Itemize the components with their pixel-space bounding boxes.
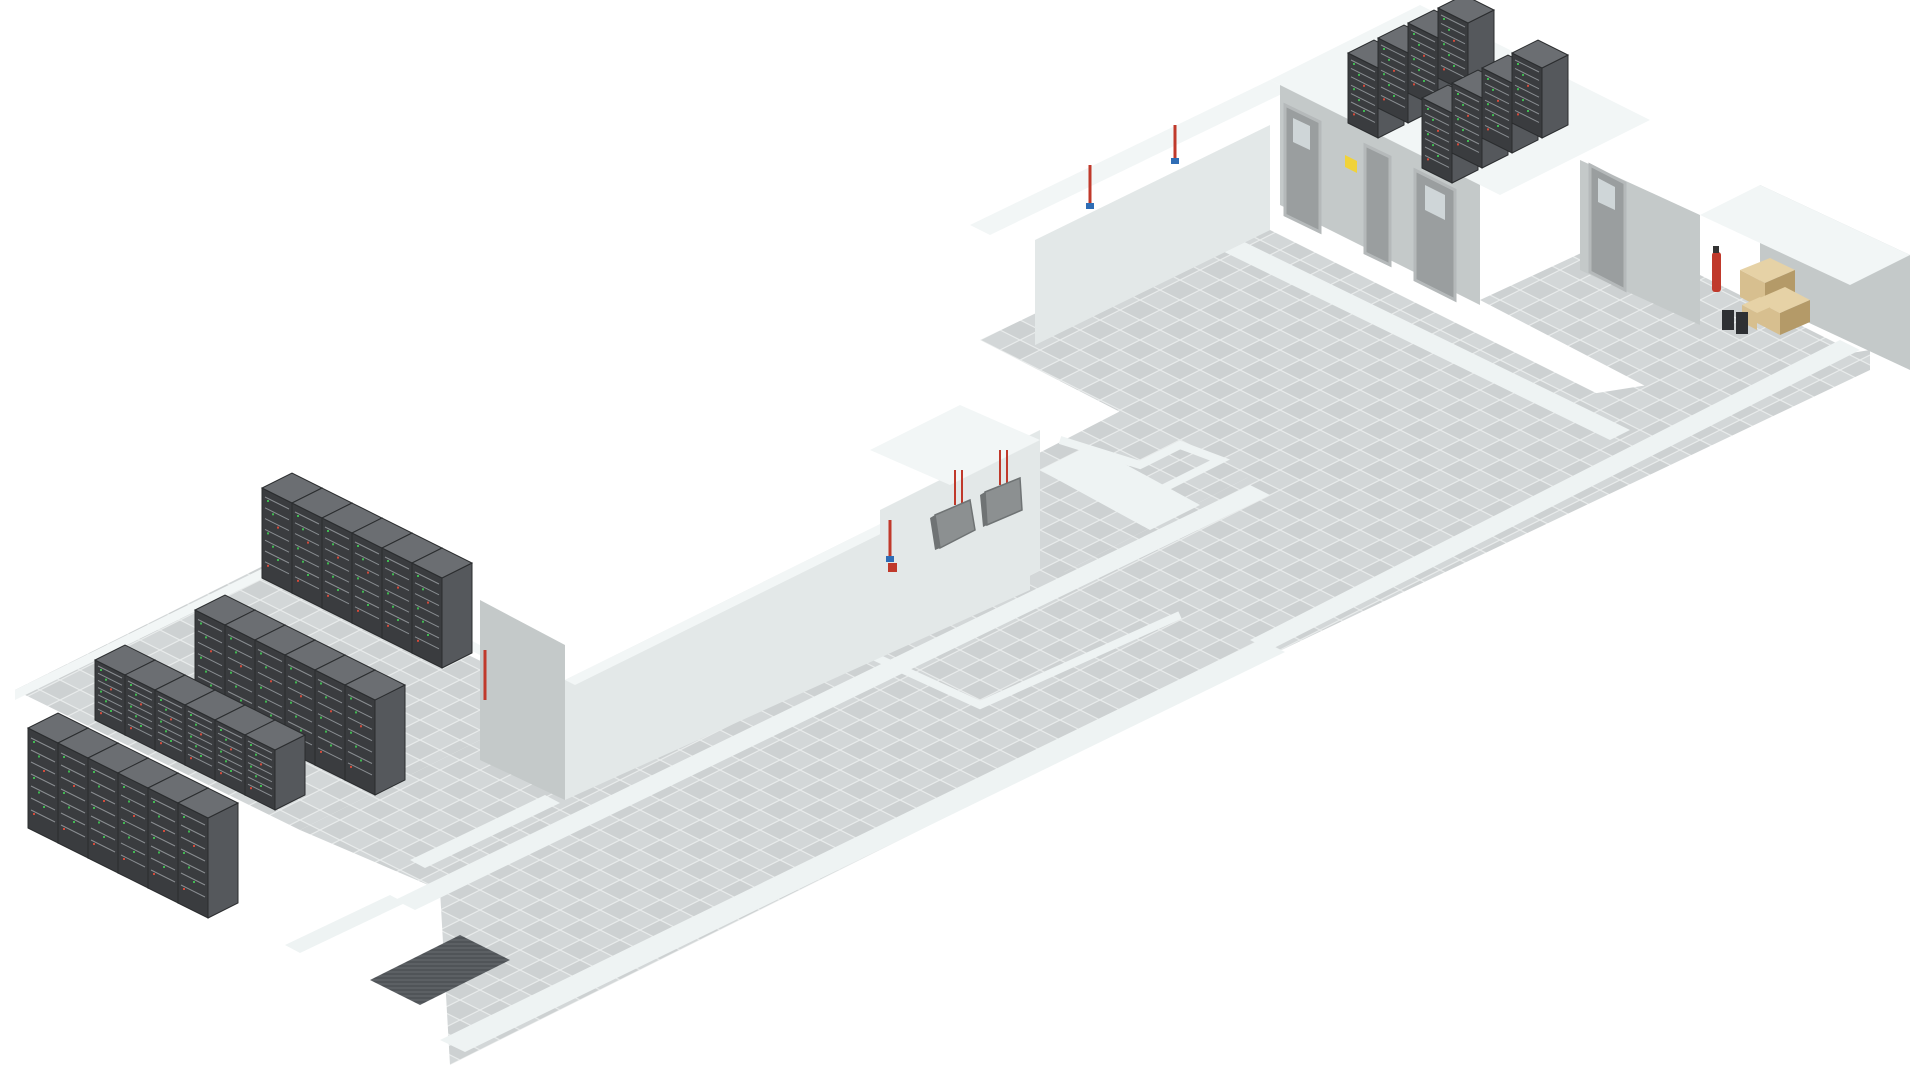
walkway-right (1250, 340, 1860, 650)
pipes-layer (483, 125, 1179, 700)
electrical-room-wall-top (870, 405, 1040, 485)
server-racks-main-hall (26, 472, 474, 919)
floor-marking-electrical (858, 611, 1182, 710)
server-racks-secure-cage (1346, 0, 1570, 184)
fire-alarm-icon (888, 563, 897, 572)
walkway-hall-left (285, 895, 405, 953)
walkway-mid (1040, 445, 1200, 530)
storage-items (1712, 246, 1810, 335)
blue-valve-2 (1171, 158, 1179, 164)
ups-battery-units[interactable] (1722, 310, 1748, 334)
main-hall-wall-left (15, 550, 300, 700)
upper-back-wall-top (970, 80, 1290, 235)
server-rack-row4-6[interactable] (243, 719, 307, 811)
server-rack-cage-front-4[interactable] (1510, 39, 1570, 139)
electrical-panel-1[interactable] (930, 470, 976, 550)
electrical-panel-2[interactable] (980, 450, 1023, 527)
storage-wall-top (1700, 185, 1910, 285)
floor-vent-grate (370, 935, 510, 1005)
walkway-upper (1210, 235, 1630, 440)
walkway-bottom (440, 640, 1285, 1052)
server-rack-row2-6[interactable] (343, 669, 407, 796)
floor-marking-upper (1058, 436, 1230, 494)
server-rack-row1-6[interactable] (410, 547, 474, 669)
door-3[interactable] (1413, 167, 1457, 303)
main-hall-wall-back-face (480, 600, 565, 800)
walkway-hall-ring (410, 795, 560, 868)
door-4[interactable] (1588, 162, 1627, 293)
storage-boxes[interactable] (1740, 258, 1810, 335)
door-1[interactable] (1283, 102, 1322, 235)
upper-left-wall (1035, 125, 1270, 345)
doors-layer (1283, 102, 1627, 303)
walkway-main-long (395, 485, 1270, 910)
blue-valve-1 (1086, 203, 1094, 209)
blue-valve-3 (886, 556, 894, 562)
walkway-lines (285, 235, 1860, 1052)
fire-extinguisher-icon[interactable] (1712, 246, 1721, 292)
warning-sign-icon (1345, 155, 1357, 173)
electrical-panels (888, 450, 1023, 572)
server-rack-row3-6[interactable] (176, 787, 240, 919)
door-2[interactable] (1363, 142, 1392, 268)
